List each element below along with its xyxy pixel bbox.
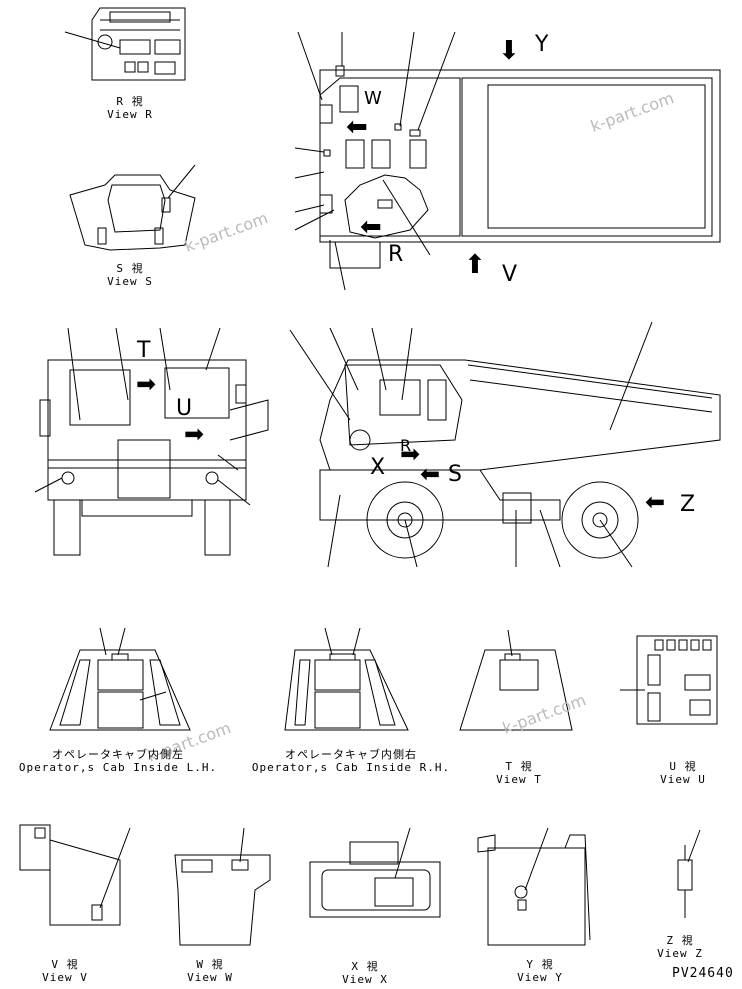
- cab-lh-drawing: [49, 627, 191, 731]
- arrow-left-icon: ⬅: [420, 460, 441, 488]
- top-view-drawing: [294, 31, 721, 291]
- cab-rh-drawing: [284, 627, 409, 731]
- view-letter-v: V: [502, 262, 518, 287]
- arrow-right-icon: ➡: [136, 370, 157, 398]
- view-z-drawing: [677, 829, 701, 918]
- view-y-drawing: [477, 827, 591, 946]
- caption-cab-rh: オペレータキャブ内側右 Operator,s Cab Inside R.H.: [236, 748, 466, 774]
- caption-jp: W 視: [196, 958, 224, 971]
- caption-view-u: U 視 View U: [648, 760, 718, 786]
- view-letter-r-side: R: [400, 436, 412, 455]
- view-letter-u: U: [176, 396, 193, 421]
- caption-view-t: T 視 View T: [484, 760, 554, 786]
- caption-jp: T 視: [505, 760, 533, 773]
- caption-en: View U: [660, 773, 706, 786]
- caption-jp: オペレータキャブ内側右: [285, 748, 417, 761]
- view-letter-s: S: [448, 462, 462, 487]
- caption-view-w: W 視 View W: [175, 958, 245, 984]
- view-letter-t: T: [137, 338, 151, 363]
- view-x-drawing: [309, 827, 441, 918]
- caption-en: View V: [42, 971, 88, 984]
- caption-jp: Y 視: [526, 958, 554, 971]
- caption-jp: X 視: [351, 960, 379, 973]
- caption-view-s: S 視 View S: [95, 262, 165, 288]
- view-w-drawing: [174, 827, 271, 946]
- caption-view-v: V 視 View V: [30, 958, 100, 984]
- view-r-drawing: [64, 7, 186, 81]
- arrow-down-icon: ⬇: [498, 36, 520, 66]
- caption-jp: オペレータキャブ内側左: [52, 748, 184, 761]
- view-letter-y: Y: [535, 32, 549, 57]
- caption-jp: V 視: [51, 958, 79, 971]
- caption-jp: R 視: [116, 95, 144, 108]
- arrow-right-icon: ➡: [184, 420, 205, 448]
- side-view-drawing: [289, 321, 721, 568]
- caption-view-r: R 視 View R: [95, 95, 165, 121]
- arrow-up-icon: ⬆: [464, 250, 486, 280]
- arrow-left-icon: ⬅: [360, 212, 382, 242]
- caption-en: View X: [342, 973, 388, 986]
- caption-jp: U 視: [669, 760, 697, 773]
- caption-en: View T: [496, 773, 542, 786]
- view-letter-z: Z: [680, 492, 696, 517]
- view-u-drawing: [620, 635, 718, 725]
- caption-cab-lh: オペレータキャブ内側左 Operator,s Cab Inside L.H.: [0, 748, 236, 774]
- view-t-drawing: [459, 629, 573, 731]
- view-letter-w: W: [364, 88, 382, 109]
- view-letter-r-top: R: [388, 242, 404, 267]
- caption-en: View Y: [517, 971, 563, 984]
- caption-jp: S 視: [116, 262, 144, 275]
- front-view-drawing: [34, 327, 269, 556]
- arrow-left-icon: ⬅: [645, 488, 666, 516]
- view-v-drawing: [19, 824, 131, 926]
- drawing-code: PV24640: [672, 966, 734, 981]
- arrow-left-icon: ⬅: [346, 112, 368, 142]
- arrow-right-icon: ➡: [400, 440, 421, 468]
- view-s-drawing: [69, 164, 196, 251]
- caption-en: Operator,s Cab Inside L.H.: [18, 761, 218, 774]
- caption-en: View Z: [657, 947, 703, 960]
- caption-en: View W: [187, 971, 233, 984]
- caption-en: View R: [107, 108, 153, 121]
- caption-jp: Z 視: [666, 934, 694, 947]
- caption-en: Operator,s Cab Inside R.H.: [251, 761, 451, 774]
- caption-en: View S: [107, 275, 153, 288]
- caption-view-x: X 視 View X: [330, 960, 400, 986]
- view-letter-x: X: [370, 455, 386, 480]
- caption-view-z: Z 視 View Z: [645, 934, 715, 960]
- caption-view-y: Y 視 View Y: [505, 958, 575, 984]
